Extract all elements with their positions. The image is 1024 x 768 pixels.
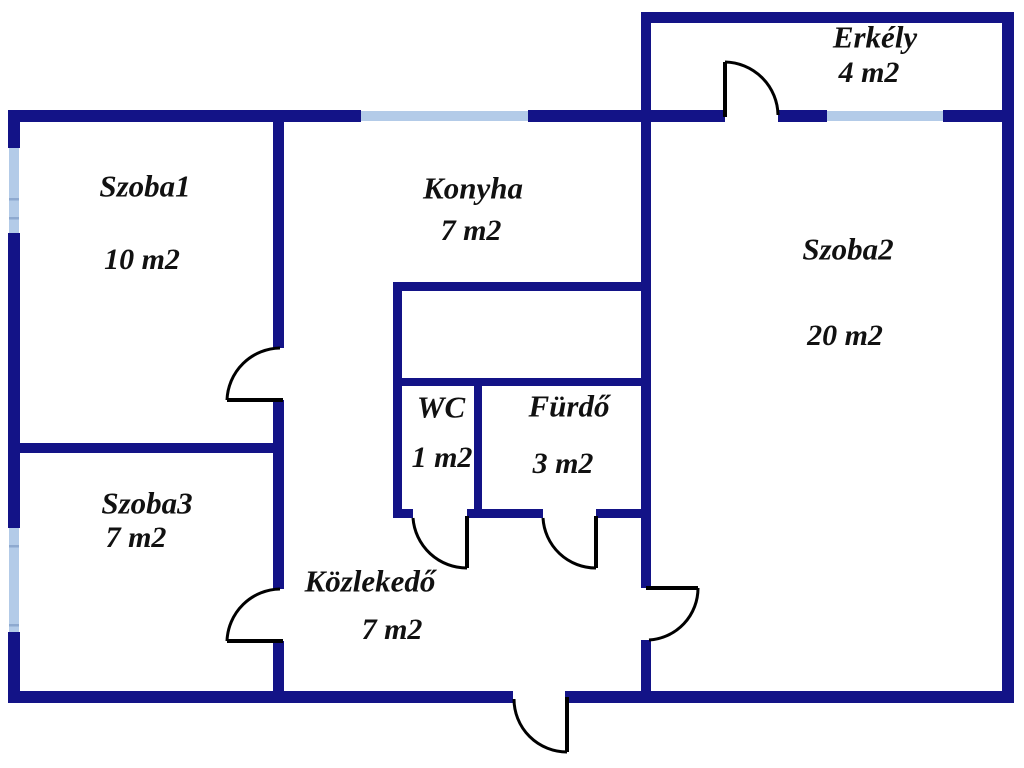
window-szoba3 <box>9 528 19 632</box>
wall-middle-right-a <box>641 122 651 588</box>
window-szoba1 <box>9 148 19 233</box>
room-label-wc: WC <box>416 389 466 425</box>
window-erkely <box>827 111 943 121</box>
door-entrance-arc <box>512 698 568 754</box>
wall-middle-right-b <box>641 640 651 691</box>
wall-box-bottom-c <box>596 509 651 518</box>
room-label-furdo: Fürdő <box>528 388 610 424</box>
window-szoba1-divider-2 <box>9 217 19 220</box>
room-area-furdo: 3 m2 <box>532 447 594 480</box>
wall-box-bottom-b <box>467 509 543 518</box>
room-label-szoba3: Szoba3 <box>101 485 193 521</box>
wall-left-divider-c <box>273 641 284 691</box>
room-label-erkely: Erkély <box>832 19 918 55</box>
wall-szoba1-szoba3-divider <box>8 443 284 453</box>
wall-right <box>1002 12 1014 703</box>
room-area-szoba3: 7 m2 <box>105 521 167 554</box>
door-szoba3-arc <box>225 587 281 642</box>
room-area-wc: 1 m2 <box>411 441 473 474</box>
wall-wc-furdo-divider <box>474 386 482 509</box>
wall-bottom-left <box>8 691 513 703</box>
room-area-kozlekedo: 7 m2 <box>361 613 423 646</box>
door-wc-arc <box>411 517 468 570</box>
wall-left-lower <box>8 632 20 703</box>
wall-left-divider-b <box>273 400 284 589</box>
window-szoba3-divider-1 <box>9 545 19 548</box>
wall-left-middle <box>8 233 20 528</box>
room-label-szoba2: Szoba2 <box>802 231 894 267</box>
wall-balcony-top <box>641 12 1014 23</box>
wall-bottom-right <box>565 691 1014 703</box>
door-erkely-arc <box>724 60 780 116</box>
room-label-kozlekedo: Közlekedő <box>304 563 436 599</box>
window-szoba3-divider-2 <box>9 624 19 627</box>
wall-top-left <box>8 110 361 122</box>
room-area-erkely: 4 m2 <box>838 56 900 89</box>
window-szoba1-divider-1 <box>9 198 19 201</box>
wall-left-divider-a <box>273 122 284 348</box>
wall-top-middle <box>528 110 725 122</box>
door-szoba2-arc <box>648 587 700 642</box>
room-label-szoba1: Szoba1 <box>99 168 191 204</box>
room-label-konyha: Konyha <box>423 170 523 206</box>
room-area-szoba1: 10 m2 <box>104 243 180 276</box>
window-konyha <box>361 111 528 121</box>
wall-box-bottom-a <box>393 509 413 518</box>
room-area-szoba2: 20 m2 <box>807 319 883 352</box>
wall-box-middle <box>393 378 651 386</box>
door-szoba1-arc <box>225 346 281 401</box>
room-area-konyha: 7 m2 <box>440 214 502 247</box>
wall-top-right-a <box>778 110 827 122</box>
wall-box-top <box>393 282 651 291</box>
wall-box-left <box>393 282 402 517</box>
wall-top-right-b <box>943 110 1014 122</box>
wall-balcony-left <box>641 12 651 110</box>
door-furdo-arc <box>541 517 597 570</box>
